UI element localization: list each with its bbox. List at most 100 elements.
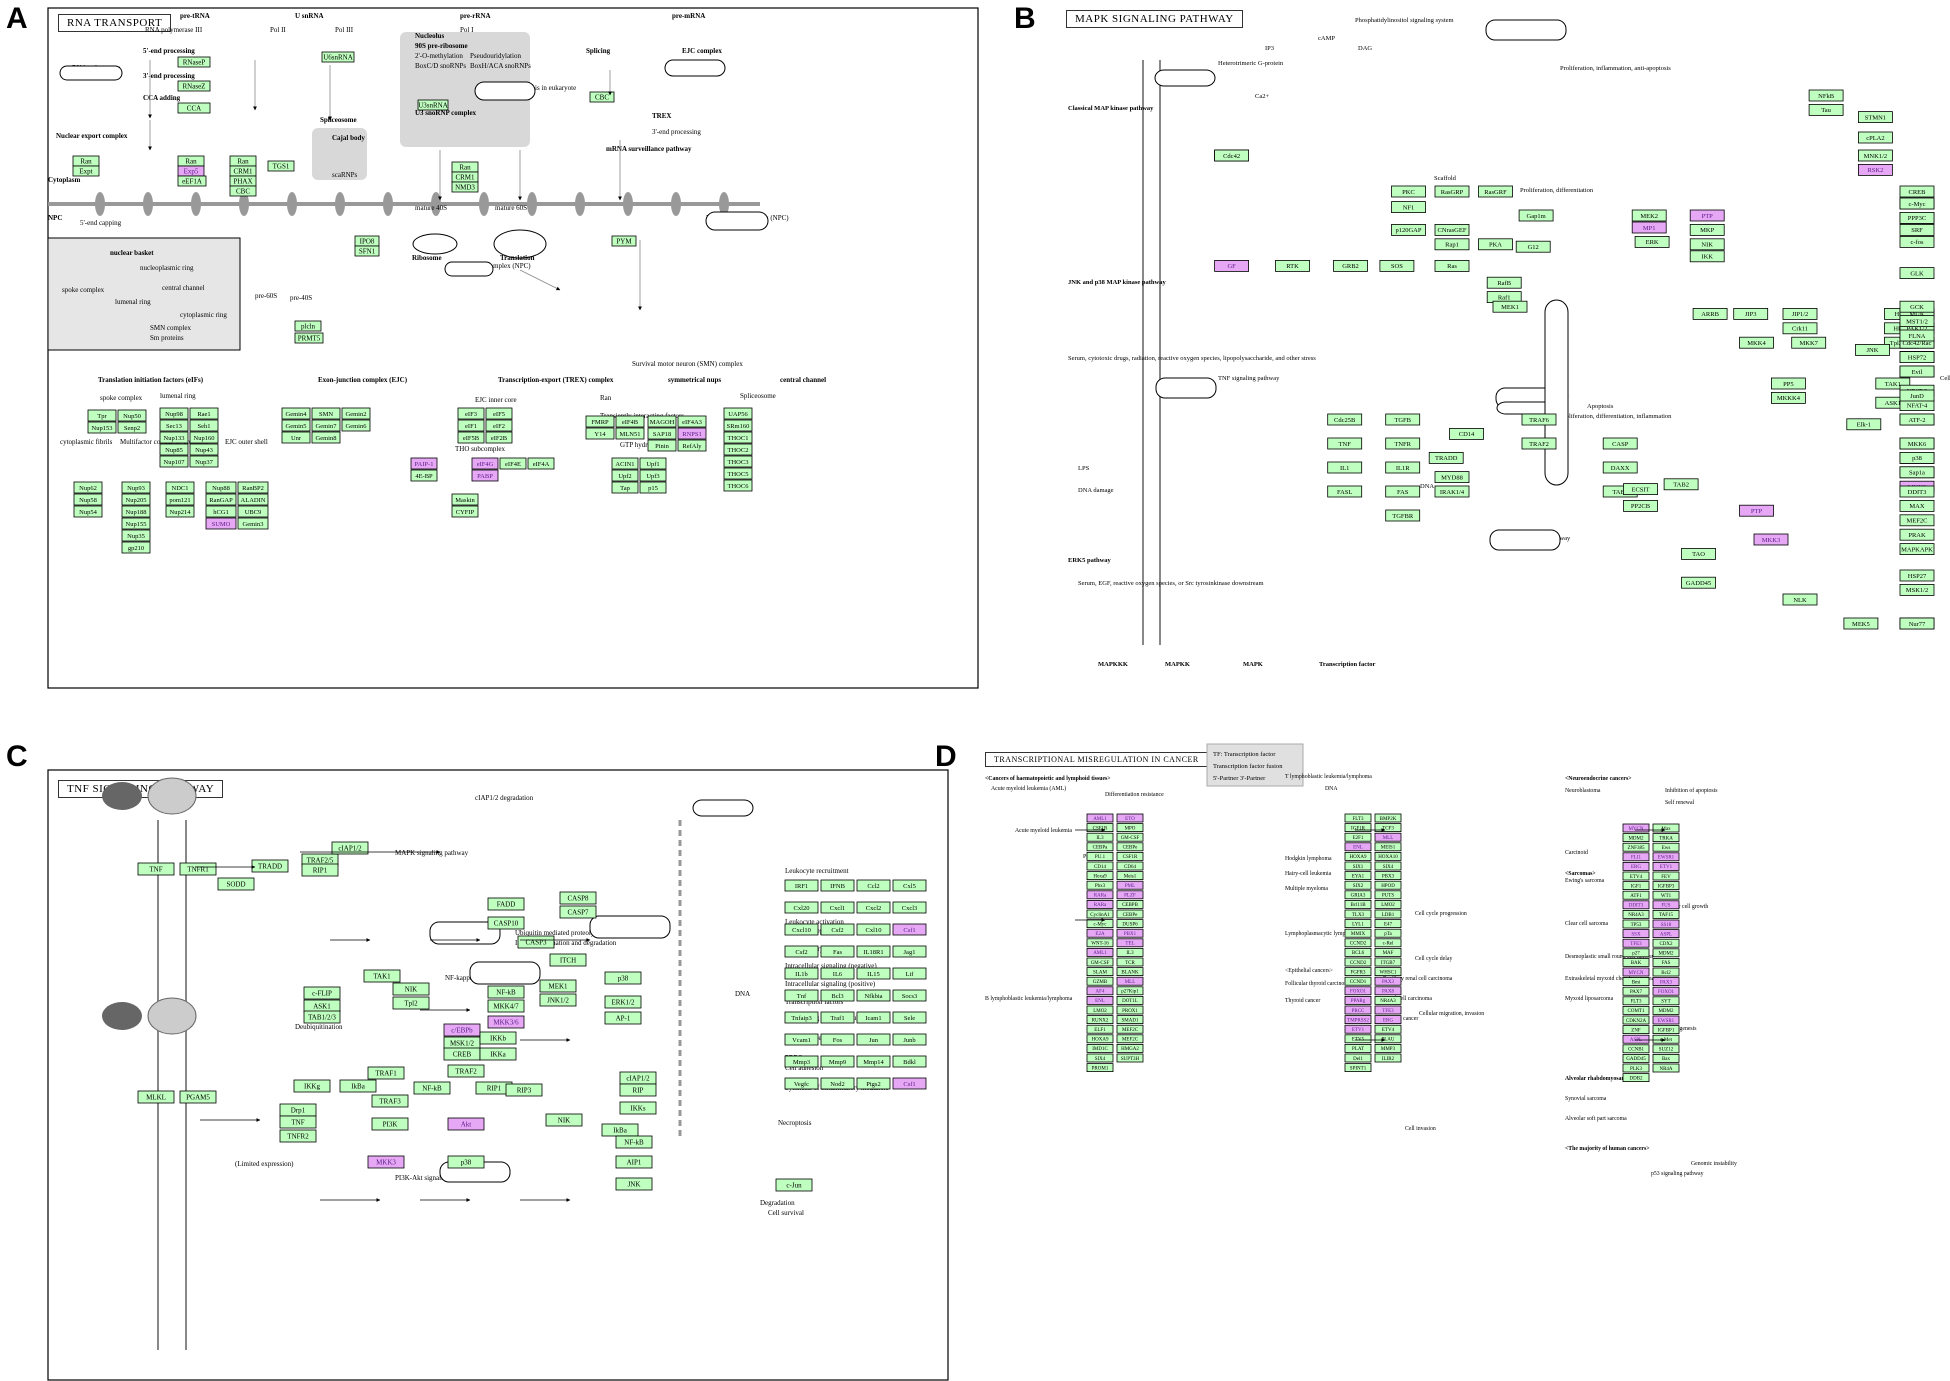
gene-node[interactable]: CCND2: [1344, 957, 1372, 967]
gene-node[interactable]: MLN51: [615, 427, 645, 440]
gene-node[interactable]: Cdc42: [1214, 149, 1250, 162]
gene-node[interactable]: Gemin6: [341, 419, 371, 432]
gene-box[interactable]: [1434, 223, 1470, 236]
gene-box[interactable]: [1086, 1034, 1114, 1044]
gene-box[interactable]: [341, 419, 371, 432]
gene-box[interactable]: [471, 469, 499, 482]
gene-node[interactable]: Sec13: [159, 419, 189, 432]
gene-box[interactable]: [549, 953, 587, 967]
gene-box[interactable]: [1374, 1024, 1402, 1034]
gene-box[interactable]: [487, 985, 525, 999]
gene-node[interactable]: CRM1: [229, 165, 257, 177]
gene-box[interactable]: [1374, 880, 1402, 890]
gene-box[interactable]: [237, 505, 269, 518]
gene-box[interactable]: [1652, 862, 1680, 871]
gene-box[interactable]: [1652, 833, 1680, 842]
gene-node[interactable]: Csf2: [820, 923, 855, 936]
gene-node[interactable]: Ras: [1434, 259, 1470, 272]
gene-node[interactable]: Rae1: [189, 407, 219, 420]
gene-node[interactable]: CCNB1: [1622, 1044, 1650, 1054]
gene-node[interactable]: ITGB7: [1374, 957, 1402, 967]
gene-box[interactable]: [159, 455, 189, 468]
gene-box[interactable]: [1344, 909, 1372, 919]
gene-node[interactable]: Tpr: [87, 409, 117, 422]
gene-node[interactable]: Bcl3: [820, 989, 855, 1002]
gene-box[interactable]: [1374, 842, 1402, 852]
gene-box[interactable]: [1374, 986, 1402, 996]
gene-box[interactable]: [1689, 250, 1725, 263]
gene-node[interactable]: ARRB: [1692, 307, 1728, 320]
gene-box[interactable]: [1899, 617, 1935, 630]
gene-box[interactable]: [1622, 833, 1650, 842]
gene-node[interactable]: RanGAP: [205, 493, 237, 506]
gene-node[interactable]: Maskin: [451, 493, 479, 506]
gene-box[interactable]: [647, 427, 677, 440]
gene-node[interactable]: ERK1/2: [604, 995, 642, 1009]
gene-node[interactable]: ETO: [1116, 813, 1144, 823]
gene-node[interactable]: RanBP2: [237, 481, 269, 494]
gene-box[interactable]: [354, 245, 380, 257]
gene-node[interactable]: ATF1: [1622, 890, 1650, 900]
gene-box[interactable]: [820, 967, 855, 980]
gene-node[interactable]: Nup107: [159, 455, 189, 468]
gene-box[interactable]: [820, 945, 855, 958]
gene-box[interactable]: [413, 1081, 451, 1095]
gene-box[interactable]: [1899, 437, 1935, 450]
gene-box[interactable]: [1808, 89, 1844, 102]
gene-box[interactable]: [1344, 995, 1372, 1005]
gene-node[interactable]: Nup54: [73, 505, 103, 518]
gene-node[interactable]: Elk-1: [1846, 418, 1882, 431]
gene-box[interactable]: [1434, 185, 1470, 198]
gene-box[interactable]: [892, 945, 927, 958]
gene-node[interactable]: Ccl2: [856, 879, 891, 892]
gene-node[interactable]: MKKK4: [1771, 391, 1806, 404]
gene-node[interactable]: RARa: [1086, 890, 1114, 900]
gene-box[interactable]: [856, 1011, 891, 1024]
gene-node[interactable]: ETV4: [1622, 871, 1650, 881]
gene-box[interactable]: [1116, 832, 1144, 842]
gene-node[interactable]: FLT3: [1622, 996, 1650, 1006]
gene-box[interactable]: [159, 407, 189, 420]
gene-box[interactable]: [1116, 928, 1144, 938]
gene-node[interactable]: CEBPa: [1086, 842, 1114, 852]
gene-node[interactable]: NR4A: [1652, 1063, 1680, 1073]
gene-node[interactable]: Nup205: [121, 493, 151, 506]
gene-node[interactable]: Max: [1652, 823, 1680, 833]
gene-node[interactable]: MKK6: [1899, 437, 1935, 450]
gene-box[interactable]: [1652, 1034, 1680, 1044]
gene-node[interactable]: BCL6: [1344, 947, 1372, 957]
gene-box[interactable]: [1086, 976, 1114, 986]
gene-box[interactable]: [485, 431, 513, 444]
gene-box[interactable]: [267, 160, 295, 172]
gene-node[interactable]: p38: [604, 971, 642, 985]
gene-node[interactable]: FASL: [1327, 485, 1363, 498]
gene-box[interactable]: [1623, 499, 1658, 512]
gene-box[interactable]: [1602, 461, 1638, 474]
gene-node[interactable]: NIK: [392, 982, 430, 996]
gene-node[interactable]: MEIS1: [1374, 842, 1402, 852]
gene-node[interactable]: Ran: [229, 155, 257, 167]
gene-node[interactable]: Cxcl1: [820, 901, 855, 914]
gene-box[interactable]: [1086, 852, 1114, 861]
gene-box[interactable]: [1622, 900, 1650, 910]
gene-box[interactable]: [1652, 852, 1680, 862]
gene-box[interactable]: [1086, 1024, 1114, 1034]
gene-node[interactable]: SRF: [1899, 223, 1935, 236]
gene-node[interactable]: TAK1: [363, 969, 401, 983]
gene-box[interactable]: [1771, 391, 1806, 404]
gene-node[interactable]: IMD1C: [1086, 1043, 1114, 1053]
gene-node[interactable]: FADD: [487, 897, 525, 911]
gene-node[interactable]: RUNX2: [1086, 1015, 1114, 1025]
gene-node[interactable]: CREB: [1899, 185, 1935, 198]
gene-node[interactable]: CDKN2A: [1622, 1015, 1650, 1025]
gene-node[interactable]: IL6: [820, 967, 855, 980]
gene-box[interactable]: [784, 901, 819, 914]
gene-node[interactable]: LYL1: [1344, 919, 1372, 929]
gene-box[interactable]: [189, 419, 219, 432]
gene-node[interactable]: E2A: [1086, 928, 1114, 938]
gene-node[interactable]: eIF2: [485, 419, 513, 432]
gene-node[interactable]: LMO2: [1374, 899, 1402, 909]
gene-box[interactable]: [1652, 909, 1680, 919]
gene-box[interactable]: [1116, 938, 1144, 948]
gene-box[interactable]: [229, 185, 257, 197]
